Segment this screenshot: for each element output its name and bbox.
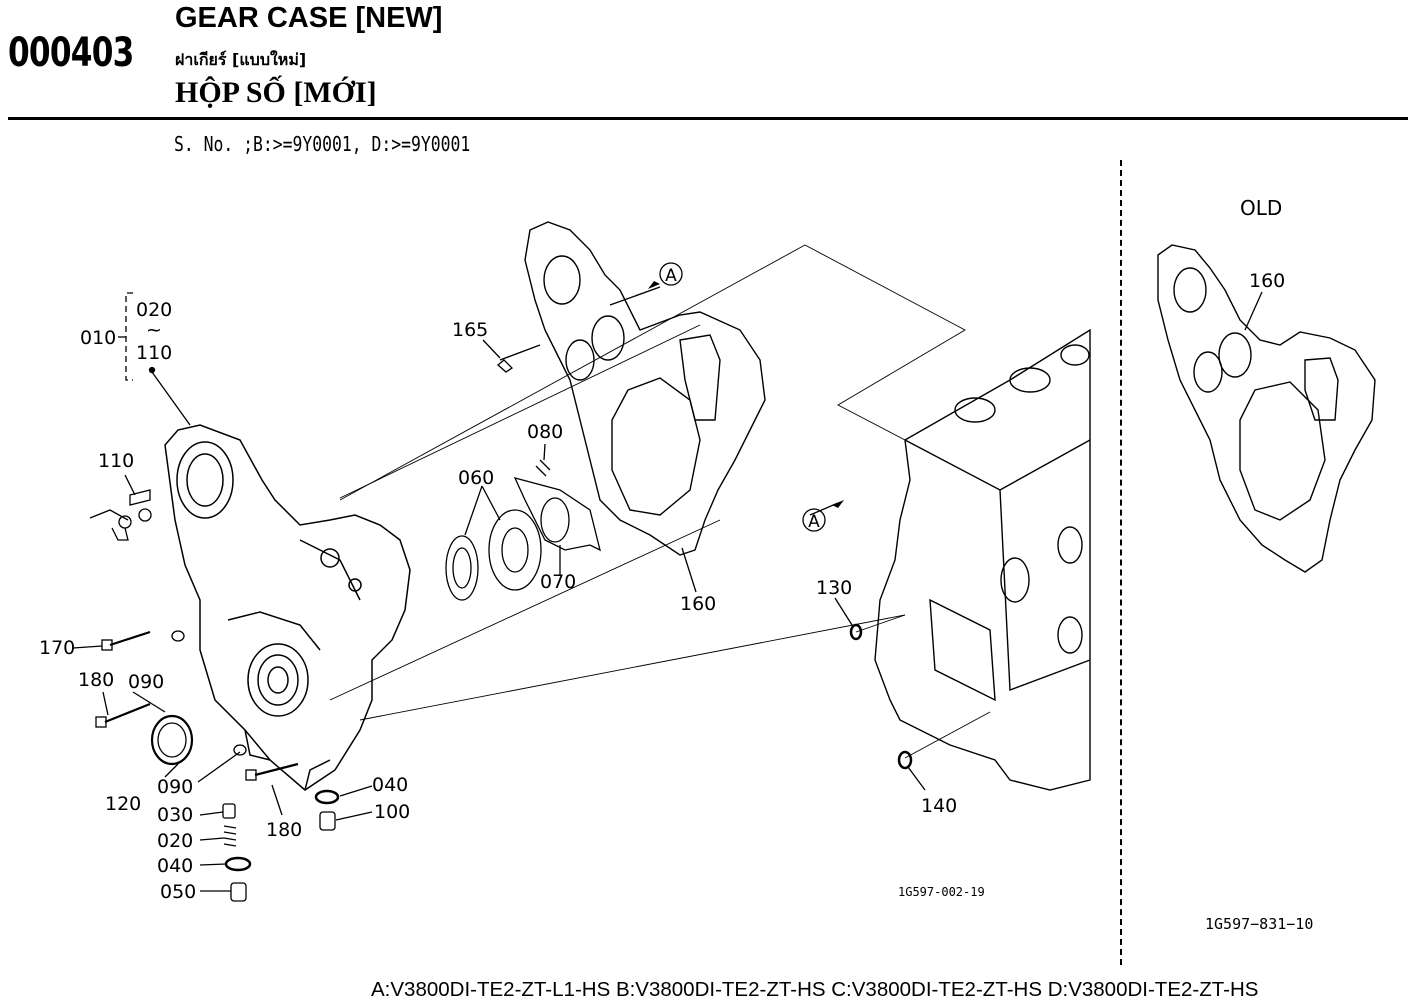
label-140: 140: [921, 795, 957, 817]
label-040-bottom: 040: [157, 855, 193, 877]
page-title: GEAR CASE [NEW]: [175, 2, 443, 34]
header-rule: [8, 117, 1408, 120]
label-160-old: 160: [1249, 270, 1285, 292]
label-050: 050: [160, 881, 196, 903]
figure-reference-old: 1G597−831−10: [1205, 915, 1313, 933]
o-ring-140: [897, 750, 913, 770]
label-030: 030: [157, 804, 193, 826]
plug-100: [319, 811, 336, 831]
label-020-range: 020: [136, 299, 172, 321]
label-020: 020: [157, 830, 193, 852]
gasket-plate-old: [1157, 244, 1376, 573]
label-040-right: 040: [372, 774, 408, 796]
washer-040-right: [314, 789, 340, 805]
marker-a-top-label: A: [665, 266, 677, 286]
part-group-code: 000403: [8, 30, 134, 76]
figure-reference-main: 1G597-002-19: [898, 885, 985, 899]
page-title-thai: ฝาเกียร์ [แบบใหม่]: [175, 50, 307, 69]
label-100: 100: [374, 801, 410, 823]
label-110: 110: [98, 450, 134, 472]
marker-a-block-label: A: [808, 512, 820, 532]
oil-seal-120-inner: [157, 722, 187, 758]
o-ring-130: [849, 623, 863, 641]
label-180-left: 180: [78, 669, 114, 691]
marker-a-top: A: [648, 262, 683, 289]
gear-case: [164, 424, 411, 791]
bolt-170-head: [101, 639, 113, 651]
label-090-bottom: 090: [157, 776, 193, 798]
label-080: 080: [527, 421, 563, 443]
model-applicability-note: A:V3800DI-TE2-ZT-L1-HS B:V3800DI-TE2-ZT-…: [371, 978, 1259, 1001]
bolt-170: [109, 630, 151, 647]
bolt-180-right-head: [245, 769, 257, 781]
washer-040-bottom: [224, 856, 252, 872]
label-110-range: 110: [136, 342, 172, 364]
label-170: 170: [39, 637, 75, 659]
label-165: 165: [452, 319, 488, 341]
old-new-divider: [1120, 160, 1122, 965]
serial-number-range: S. No. ;B:>=9Y0001, D:>=9Y0001: [174, 132, 471, 156]
label-060: 060: [458, 467, 494, 489]
old-section-label: OLD: [1240, 196, 1282, 220]
bolt-180-left: [104, 702, 151, 724]
plug-090-top: [171, 630, 185, 642]
plug-030: [222, 803, 236, 819]
label-160: 160: [680, 593, 716, 615]
part-110-assembly: [89, 489, 152, 541]
bolt-180-left-head: [95, 716, 107, 728]
bolt-165: [496, 344, 541, 373]
label-010: 010: [80, 327, 116, 349]
label-tilde: ~: [146, 319, 162, 341]
label-090-top: 090: [128, 671, 164, 693]
gasket-plate-new: [524, 221, 766, 556]
bolt-180-right: [254, 762, 299, 777]
spring-020: [223, 825, 237, 847]
plug-050: [230, 882, 247, 902]
page-title-vietnamese: HỘP SỐ [MỚI]: [175, 76, 377, 109]
label-180-right: 180: [266, 819, 302, 841]
label-130: 130: [816, 577, 852, 599]
label-120: 120: [105, 793, 141, 815]
oil-seal-120: [150, 714, 194, 766]
plug-090-bottom: [233, 744, 247, 756]
label-070: 070: [540, 571, 576, 593]
marker-a-block: A: [802, 500, 844, 532]
engine-block: [874, 328, 1091, 791]
oil-pump-parts: [445, 459, 601, 601]
